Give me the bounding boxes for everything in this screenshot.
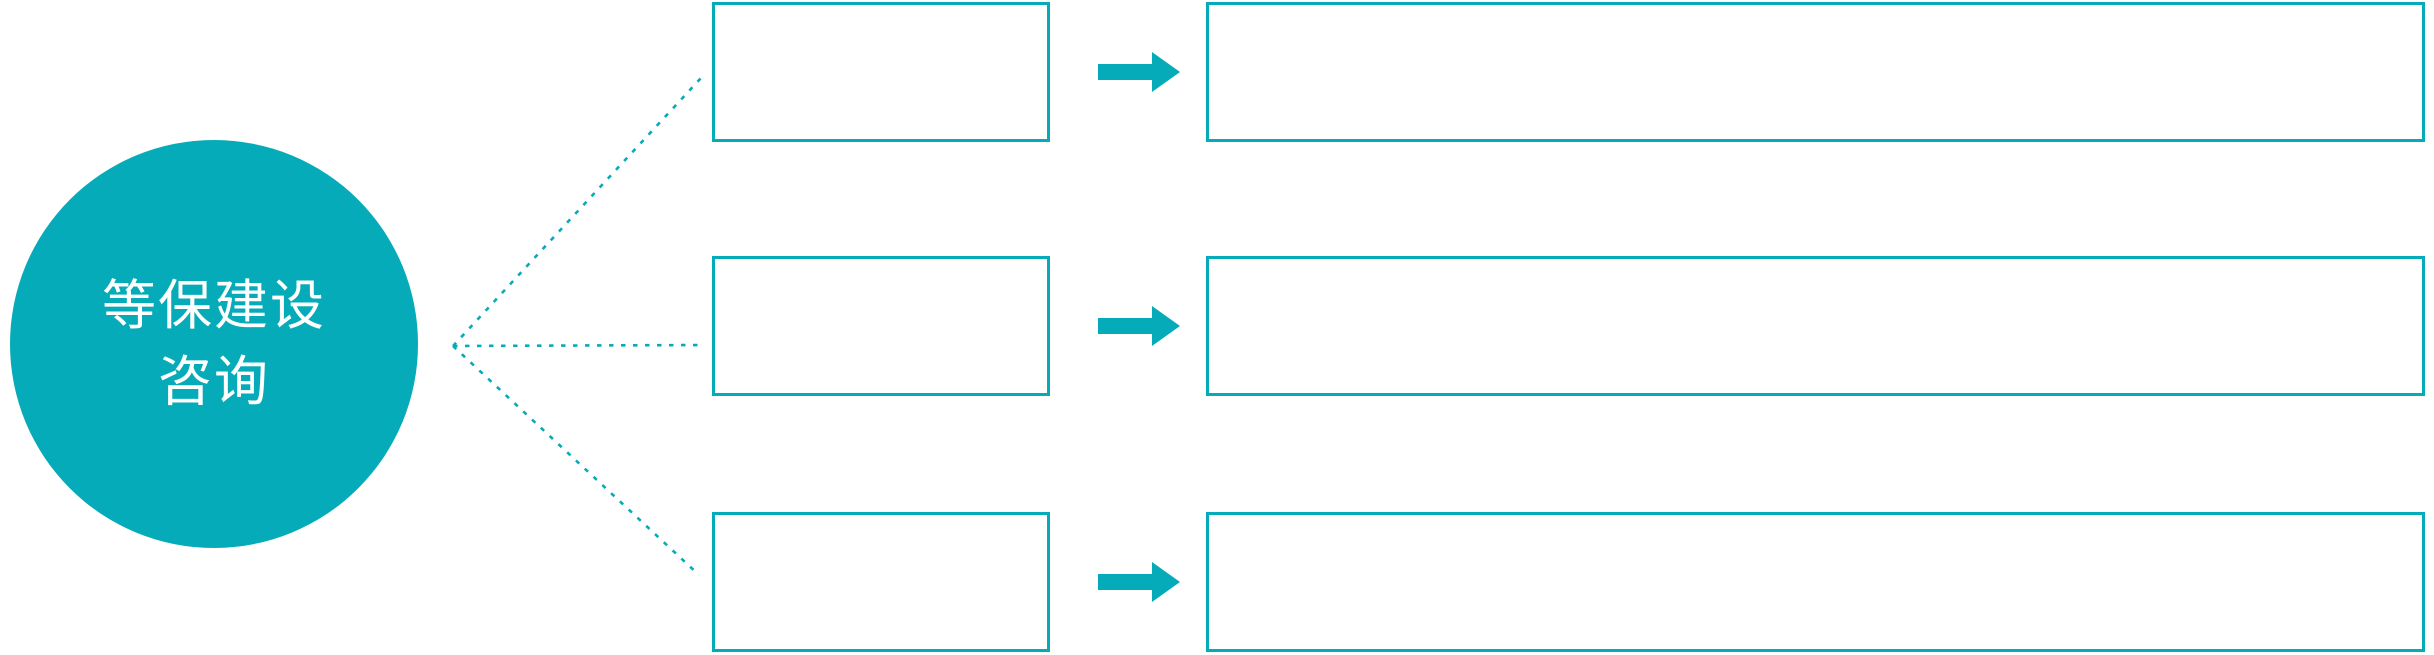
detail-box-3 (1206, 512, 2425, 652)
topic-label-line1: 等保建设 (102, 276, 326, 336)
detail-box-2 (1206, 256, 2425, 396)
right-arrow-icon (1098, 306, 1180, 346)
diagram-row-1 (0, 2, 2434, 142)
right-arrow-icon (1098, 52, 1180, 92)
diagram-row-2 (0, 256, 2434, 396)
right-arrow-icon (1098, 562, 1180, 602)
stage-box-1 (712, 2, 1050, 142)
detail-box-1 (1206, 2, 2425, 142)
topic-circle: 等保建设 咨询 (10, 140, 418, 548)
topic-label: 等保建设 咨询 (102, 268, 326, 420)
diagram-row-3 (0, 512, 2434, 652)
stage-box-2 (712, 256, 1050, 396)
topic-label-line2: 咨询 (158, 352, 270, 412)
stage-box-3 (712, 512, 1050, 652)
